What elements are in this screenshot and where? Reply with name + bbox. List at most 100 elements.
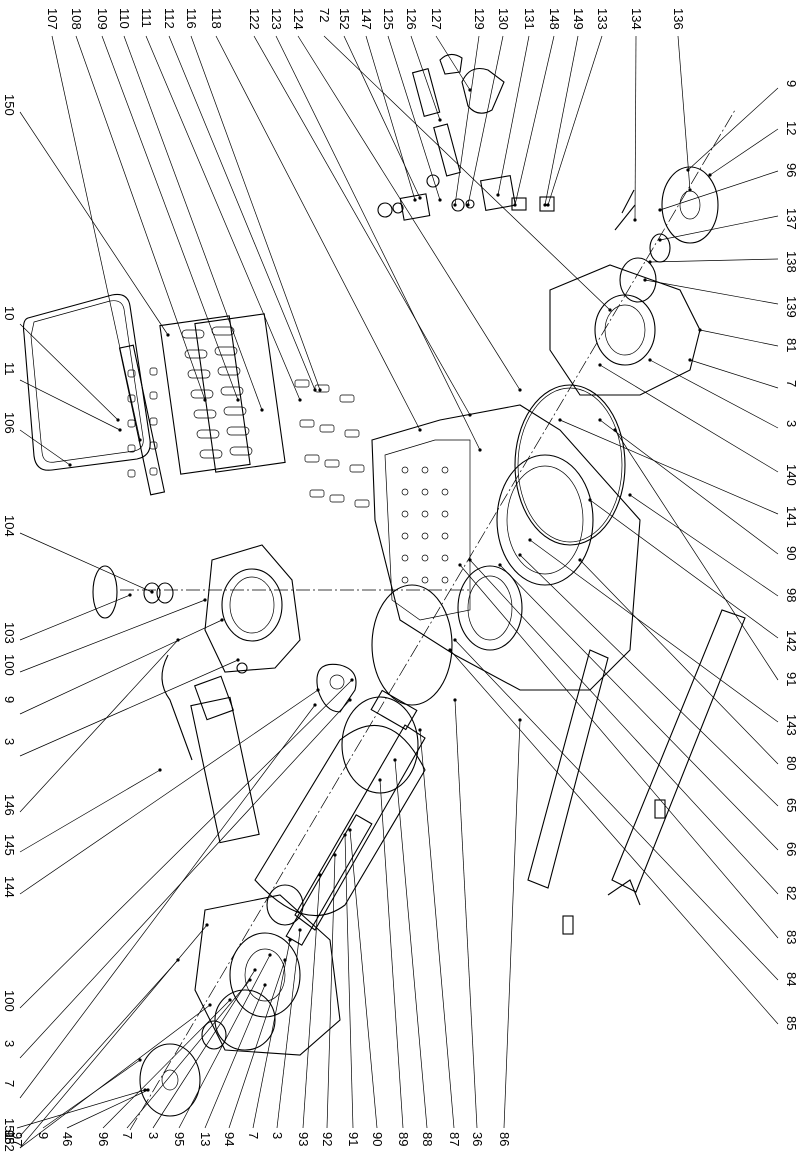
leader-arrowhead (498, 563, 502, 567)
part-label-147: 147 (359, 8, 374, 30)
leader-line (699, 329, 779, 347)
part-label-100: 100 (2, 654, 17, 676)
part-label-83: 83 (784, 930, 799, 945)
part-label-148: 148 (547, 8, 562, 30)
leader-line (689, 359, 779, 389)
part-label-136: 136 (671, 8, 686, 30)
leader-line (19, 659, 239, 757)
part-label-12: 12 (784, 121, 799, 136)
body-hole (421, 532, 429, 540)
part-label-94: 94 (222, 1132, 237, 1147)
leader-arrowhead (608, 308, 612, 312)
part-label-80: 80 (784, 756, 799, 771)
leader-arrowhead (418, 428, 422, 432)
leader-arrowhead (518, 388, 522, 392)
leader-line (102, 999, 231, 1129)
body-hole (441, 576, 449, 584)
valve-plates (159, 313, 286, 475)
leader-arrowhead (453, 698, 457, 702)
nut (127, 394, 136, 403)
part-label-36: 36 (470, 1132, 485, 1147)
body-hole (401, 532, 409, 540)
leader-line (19, 619, 223, 715)
leader-line (16, 1089, 146, 1129)
pin (329, 494, 345, 503)
leader-line (19, 679, 353, 1009)
part-label-137: 137 (784, 208, 799, 230)
part-label-9: 9 (784, 80, 799, 88)
shield-plate (190, 696, 260, 844)
pin (294, 379, 310, 388)
body-hole (441, 488, 449, 496)
pin (299, 419, 315, 428)
leader-line (19, 532, 153, 593)
leader-line (419, 729, 455, 1129)
part-label-118: 118 (209, 8, 224, 29)
part-label-3: 3 (270, 1132, 285, 1140)
part-label-124: 124 (291, 8, 306, 30)
part-label-131: 131 (522, 8, 537, 30)
bearing-housing-right (549, 257, 701, 396)
leader-arrowhead (453, 638, 457, 642)
leader-arrowhead (236, 658, 240, 662)
motor-housing (254, 689, 426, 931)
leader-line (387, 35, 441, 201)
body-hole (441, 510, 449, 518)
leader-arrowhead (393, 758, 397, 762)
bottom-leader-lines (16, 698, 522, 1129)
part-label-127: 127 (429, 8, 444, 30)
leader-line (454, 639, 779, 981)
part-label-3: 3 (146, 1132, 161, 1140)
leader-line (19, 924, 208, 1149)
leader-line (629, 494, 779, 597)
leader-line (659, 170, 779, 211)
leader-line (19, 704, 316, 1099)
leader-line (529, 539, 779, 723)
body-hole (421, 466, 429, 474)
leader-line (514, 35, 555, 206)
leader-arrowhead (468, 88, 472, 92)
leader-arrowhead (118, 428, 122, 432)
part-label-96: 96 (784, 163, 799, 178)
leader-arrowhead (518, 553, 522, 557)
leader-arrowhead (313, 703, 317, 707)
leader-arrowhead (348, 828, 352, 832)
part-label-3: 3 (784, 420, 799, 428)
part-label-7: 7 (784, 380, 799, 388)
part-label-90: 90 (370, 1132, 385, 1147)
nut (127, 419, 136, 428)
leader-arrowhead (150, 590, 154, 594)
part-label-152: 152 (337, 8, 352, 30)
part-label-110: 110 (117, 8, 132, 29)
valve-slot (211, 326, 235, 336)
leader-line (275, 35, 481, 451)
leader-line (19, 429, 71, 466)
leader-arrowhead (633, 218, 637, 222)
leader-line (687, 87, 779, 171)
leader-line (145, 35, 301, 401)
part-label-96: 96 (96, 1132, 111, 1147)
part-label-46: 46 (60, 1132, 75, 1147)
leader-line (497, 35, 530, 196)
leader-line (709, 128, 779, 176)
part-label-90: 90 (784, 546, 799, 561)
leader-line (589, 499, 779, 639)
body-hole (401, 576, 409, 584)
leader-arrowhead (598, 363, 602, 367)
part-label-122: 122 (247, 8, 262, 30)
leader-arrowhead (208, 1003, 212, 1007)
leader-arrowhead (166, 333, 170, 337)
leader-arrowhead (546, 203, 550, 207)
leader-line (677, 35, 691, 191)
leader-arrowhead (628, 493, 632, 497)
leader-line (19, 1004, 211, 1149)
compressor-body (371, 404, 641, 691)
leader-arrowhead (458, 563, 462, 567)
leader-line (19, 111, 169, 336)
leader-line (215, 35, 421, 431)
leader-arrowhead (158, 768, 162, 772)
leader-arrowhead (128, 593, 132, 597)
leader-line (302, 874, 321, 1129)
nut (149, 441, 158, 450)
